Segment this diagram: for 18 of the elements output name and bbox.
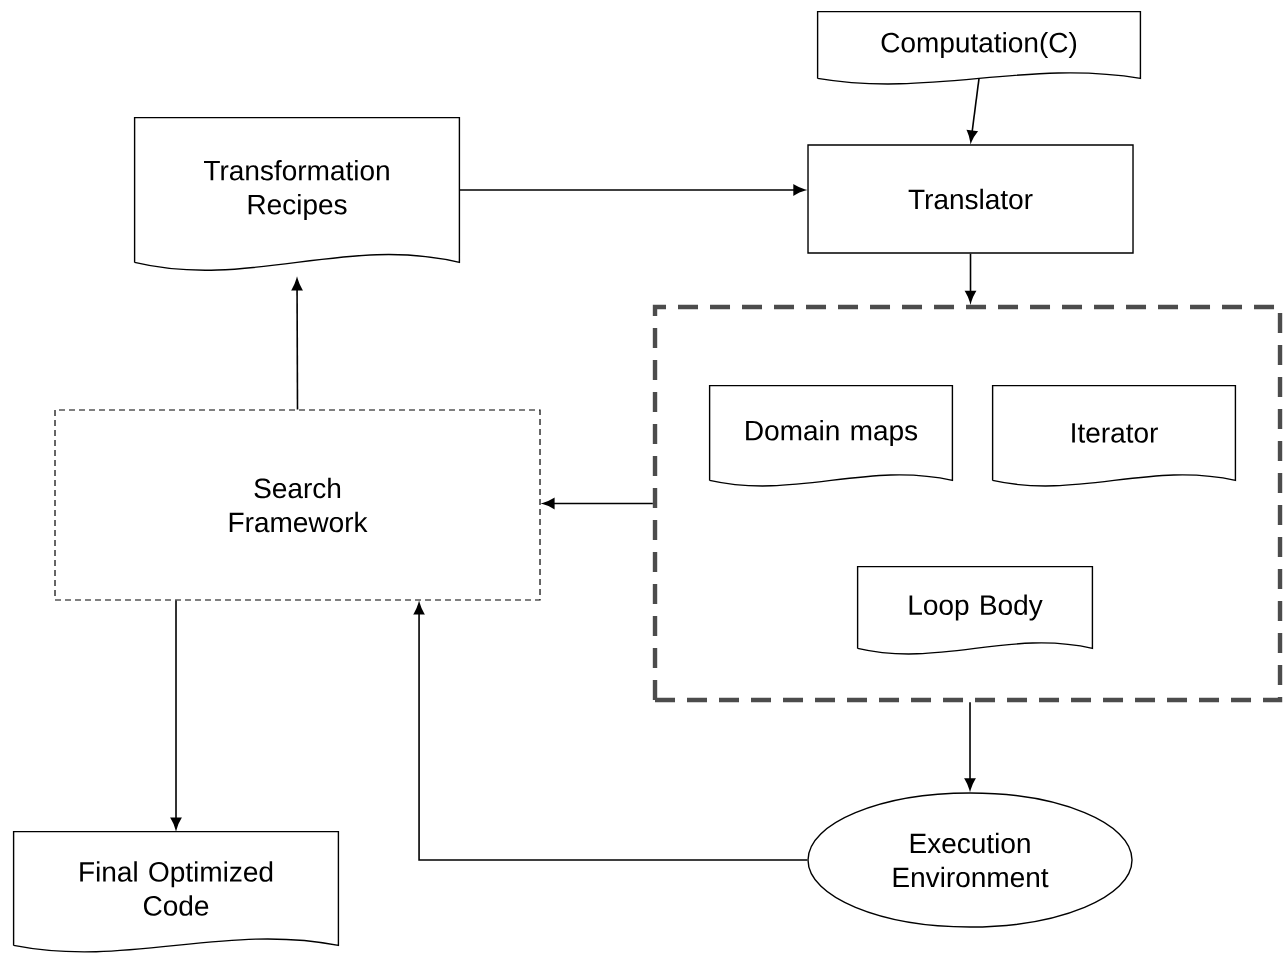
document-shape: Final Optimized Code [12,830,340,953]
arrow [964,701,976,791]
document-shape: Loop Body [856,565,1094,655]
document-shape: Transformation Recipes [133,116,461,271]
document-shape: Domain maps [708,384,954,487]
arrow [458,184,806,196]
arrow [966,77,980,143]
dashed-group-frame [652,304,1283,703]
arrow [291,278,303,411]
document-shape: Iterator [991,384,1237,487]
ellipse-node: Execution Environment [807,792,1133,928]
arrow [170,599,182,830]
dashed-box: Search Framework [54,409,541,601]
arrow [542,498,654,509]
process-box: Translator [807,144,1134,254]
document-shape: Computation(C) [816,10,1142,85]
arrow [413,602,809,861]
arrow [965,252,976,303]
